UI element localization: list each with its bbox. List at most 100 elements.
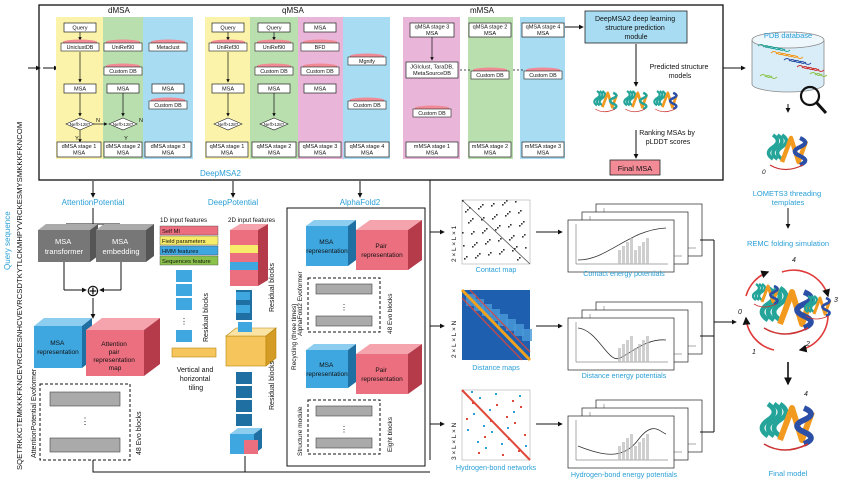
hbond-point [502,454,504,456]
hbond-point [501,443,503,445]
qmsa-neff1-diamond [213,117,243,131]
dmsa-msa3-box [151,83,185,94]
contact-energy-label: Contact energy potentials [583,269,665,278]
tiling-stack [225,322,277,367]
contact-point [506,200,508,202]
mmsa-qmsa4-box [521,22,565,38]
qmsa-neff1-label-line: Neff>128? [218,122,239,127]
hbond-map-image [461,389,531,461]
mmsa-stage-2-label-line: MSA [484,151,496,157]
contact-point [487,241,489,243]
af-msa-cube-1 [306,220,356,266]
tiling-line-3: tiling [189,385,204,392]
qmsa-custom2-label-line: Custom DB [306,69,334,75]
ranking-line-1: Ranking MSAs by [639,130,695,137]
qmsa-uniref30-label-line: UniRef30 [217,45,239,51]
dmsa-custom2-label: Custom DB [154,103,182,109]
qmsa-neff2-label: Neff>128? [264,122,285,127]
mmsa-custom3-label-line: Custom DB [529,73,557,79]
qmsa-stage-4-label-line: qMSA stage 4 [350,144,385,150]
tiling-line-1: Vertical and [177,367,214,374]
qmsa-msa3-box [303,22,337,33]
remc-index-4: 4 [792,257,796,264]
dmsa-query-label-line: Query [72,26,87,32]
distance-energy-label: Distance energy potentials [582,371,667,380]
model-3-helix-a [653,90,661,107]
pdb-fragment [798,61,812,65]
dim-hbond: 3 × L × L × N [451,422,458,460]
contact-point [477,255,479,257]
energy-contact-bar [630,238,633,264]
af-eight-blocks: Eight blocks [387,416,394,452]
dmsa-stage-1-label-line: dMSA stage 1 [62,144,97,150]
af-msa2-line-2: representation [306,371,348,378]
remc-cycle-arrows [742,269,830,353]
contact-point [521,223,523,225]
qmsa-msa4-label: MSA [314,87,326,93]
af-msa-rep-1: MSA representation [306,239,348,255]
transformer-line-2: transformer [45,247,84,256]
final-struct-model-loop [763,443,809,451]
distance-offdiag-1 [469,289,531,353]
energy-hbond-bar [622,442,625,460]
mmsa-metagenome-label-line: JGIclust, TaraDB, [410,65,454,71]
qmsa-mgnify-label-line: Mgnify [359,59,375,65]
dmsa-custom1-box [103,66,143,76]
af-structure-block-2 [315,437,373,449]
model-3-helix-a [658,90,667,107]
contact-point [499,253,501,255]
model-1-helix-a [593,90,601,107]
deepmsa2-module-title: DeepMSA2 deep learning structure predict… [595,16,677,41]
attention-msa-cube [34,318,92,368]
remc-central-loop [763,327,809,335]
dim-distance: 2 × L × L × N [451,320,458,358]
hbond-point [479,397,481,399]
module-line-3: module [625,34,648,41]
att-msa-line-2: representation [37,349,79,356]
af-evoformer-label: AlphaFold2 Evoformer [297,270,304,336]
hbond-point [513,411,515,413]
dmsa-uniref90-label: UniRef90 [112,45,134,51]
qmsa-mgnify-box [347,56,387,66]
energy-contact-bar [626,242,629,264]
qmsa-custom3-box [347,100,387,110]
contact-point [495,229,497,231]
qmsa-uniref90-label-line: UniRef90 [263,45,285,51]
hbond-point [506,416,508,418]
att-map-line-2: pair [109,349,121,356]
contact-point [517,259,519,261]
distance-maps-label: Distance maps [472,363,520,372]
hbond-point [512,400,514,402]
predicted-line-1: Predicted structure [650,64,709,71]
qmsa-msa1-label: MSA [222,87,234,93]
contact-map-image [461,199,531,265]
qmsa-stage-2-label-line: MSA [268,151,280,157]
residual-column-3 [236,372,252,426]
module-line-2: structure prediction [605,25,665,32]
qmsa-stage-3-label-line: MSA [314,151,326,157]
af-msa1-line-2: representation [306,248,348,255]
hbond-point [489,409,491,411]
model-3-helix-b [668,91,678,111]
pdb-fragment [814,73,828,77]
qmsa-custom2-label: Custom DB [306,69,334,75]
dmsa-neff1-label-line: Neff>128? [70,122,91,127]
contact-point [480,206,482,208]
energy-contact-bar [646,238,649,264]
dmsa-msa2-label: MSA [117,87,129,93]
tiling-line-2: horizontal [180,376,211,383]
pdb-label: PDB database [764,31,812,40]
hbond-point [490,420,492,422]
input-1d-label: 1D input features [160,217,207,224]
energy-contact-bar [638,246,641,264]
dmsa-metaclust-box [148,42,188,52]
af-pair1-line-1: Pair [375,243,387,250]
model-2-helix-a [623,90,631,107]
qmsa-custom2-box [300,66,340,76]
input-2d-label: 2D input features [228,217,275,224]
hbond-point [507,427,509,429]
